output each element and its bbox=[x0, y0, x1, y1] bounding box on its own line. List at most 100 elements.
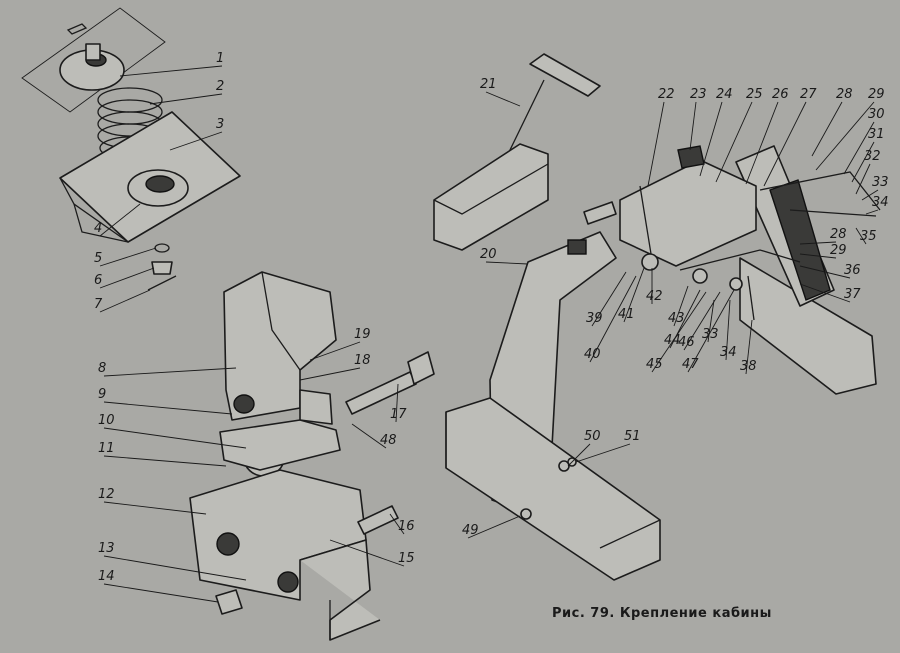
callout-number: 4 bbox=[94, 221, 102, 236]
leader-line bbox=[103, 583, 219, 603]
lower-bore-right bbox=[277, 571, 299, 593]
callout-number: 24 bbox=[716, 87, 733, 102]
leader-line bbox=[799, 253, 837, 259]
leader-line bbox=[103, 501, 207, 515]
callout-number: 3 bbox=[216, 117, 224, 132]
callout-number: 49 bbox=[462, 523, 479, 538]
leader-line bbox=[575, 443, 631, 463]
leader-line bbox=[485, 261, 529, 265]
lower-channel bbox=[299, 539, 381, 641]
callout-number: 42 bbox=[646, 289, 663, 304]
cap-bolt bbox=[85, 43, 101, 61]
pin-38 bbox=[747, 275, 755, 321]
lever-30-32 bbox=[759, 171, 881, 211]
leader-line bbox=[811, 101, 843, 157]
leader-line bbox=[485, 91, 521, 107]
callout-number: 5 bbox=[94, 251, 102, 266]
leader-line bbox=[861, 189, 879, 201]
upright-cap bbox=[567, 239, 587, 255]
callout-number: 28 bbox=[830, 227, 847, 242]
callout-number: 29 bbox=[868, 87, 885, 102]
nut-6 bbox=[151, 261, 173, 275]
leader-line bbox=[763, 101, 807, 187]
callout-number: 23 bbox=[690, 87, 707, 102]
leader-lines bbox=[99, 65, 879, 603]
leader-line bbox=[299, 367, 361, 381]
callout-number: 37 bbox=[844, 287, 861, 302]
pedal-plate bbox=[529, 53, 601, 97]
leader-line bbox=[99, 247, 157, 267]
callout-number: 2 bbox=[216, 79, 224, 94]
leader-line bbox=[855, 163, 871, 195]
leader-line bbox=[389, 513, 405, 535]
leader-line bbox=[589, 275, 637, 363]
callout-number: 17 bbox=[390, 407, 407, 422]
cotter-pin-top bbox=[66, 23, 88, 35]
callout-number: 18 bbox=[354, 353, 371, 368]
bolt-16 bbox=[357, 505, 399, 535]
leader-line bbox=[351, 423, 387, 449]
callout-number: 28 bbox=[836, 87, 853, 102]
callout-number: 7 bbox=[94, 297, 103, 312]
bolt-17-head bbox=[407, 351, 435, 385]
rod-33 bbox=[789, 209, 877, 217]
leader-line bbox=[329, 539, 405, 567]
leader-line bbox=[683, 291, 721, 351]
leader-line bbox=[169, 131, 223, 151]
leader-line bbox=[103, 401, 233, 415]
leader-line bbox=[745, 319, 753, 375]
lever-22 bbox=[639, 185, 653, 261]
figure-caption: Рис. 79. Крепление кабины bbox=[552, 606, 772, 621]
leader-line bbox=[725, 299, 731, 361]
callout-number: 25 bbox=[746, 87, 763, 102]
callout-number: 39 bbox=[586, 311, 603, 326]
leader-line bbox=[149, 93, 223, 105]
callout-number: 21 bbox=[480, 77, 497, 92]
callout-number: 50 bbox=[584, 429, 601, 444]
callout-number: 8 bbox=[98, 361, 106, 376]
callout-number: 40 bbox=[584, 347, 601, 362]
leader-line bbox=[103, 455, 227, 467]
callout-number: 9 bbox=[98, 387, 106, 402]
callout-number: 26 bbox=[772, 87, 789, 102]
leader-line bbox=[715, 101, 753, 183]
leader-line bbox=[591, 271, 627, 327]
callout-number: 12 bbox=[98, 487, 115, 502]
callout-number: 22 bbox=[658, 87, 675, 102]
rear-cross-beam bbox=[739, 257, 877, 395]
link-plate bbox=[583, 201, 617, 225]
leader-line bbox=[99, 267, 155, 289]
callout-number: 44 bbox=[664, 333, 681, 348]
callout-number: 43 bbox=[668, 311, 685, 326]
pivot-43 bbox=[692, 268, 708, 284]
leader-line bbox=[745, 101, 779, 185]
leader-line bbox=[309, 341, 361, 361]
leader-line bbox=[651, 291, 707, 373]
seat-bore bbox=[145, 175, 175, 193]
leader-line bbox=[865, 209, 879, 215]
callout-number: 38 bbox=[740, 359, 757, 374]
leader-line bbox=[851, 141, 875, 183]
leader-line bbox=[647, 101, 665, 187]
callout-number: 35 bbox=[860, 229, 877, 244]
leader-line bbox=[799, 283, 851, 303]
bolt-49 bbox=[520, 508, 532, 520]
rod-28-29 bbox=[679, 249, 801, 271]
nut-14 bbox=[215, 589, 243, 615]
callout-number: 29 bbox=[830, 243, 847, 258]
leader-line bbox=[99, 203, 141, 237]
lock-housing bbox=[619, 159, 757, 267]
leader-line bbox=[689, 101, 697, 151]
callout-number: 27 bbox=[800, 87, 817, 102]
leader-line bbox=[687, 289, 735, 373]
leader-line bbox=[103, 427, 247, 449]
lower-bore-left bbox=[216, 532, 240, 556]
bolt-17 bbox=[345, 371, 417, 415]
leader-line bbox=[799, 265, 851, 279]
callout-number: 33 bbox=[702, 327, 719, 342]
leader-line bbox=[99, 289, 151, 313]
callout-number: 33 bbox=[872, 175, 889, 190]
cab-mount-assembly bbox=[433, 53, 881, 581]
